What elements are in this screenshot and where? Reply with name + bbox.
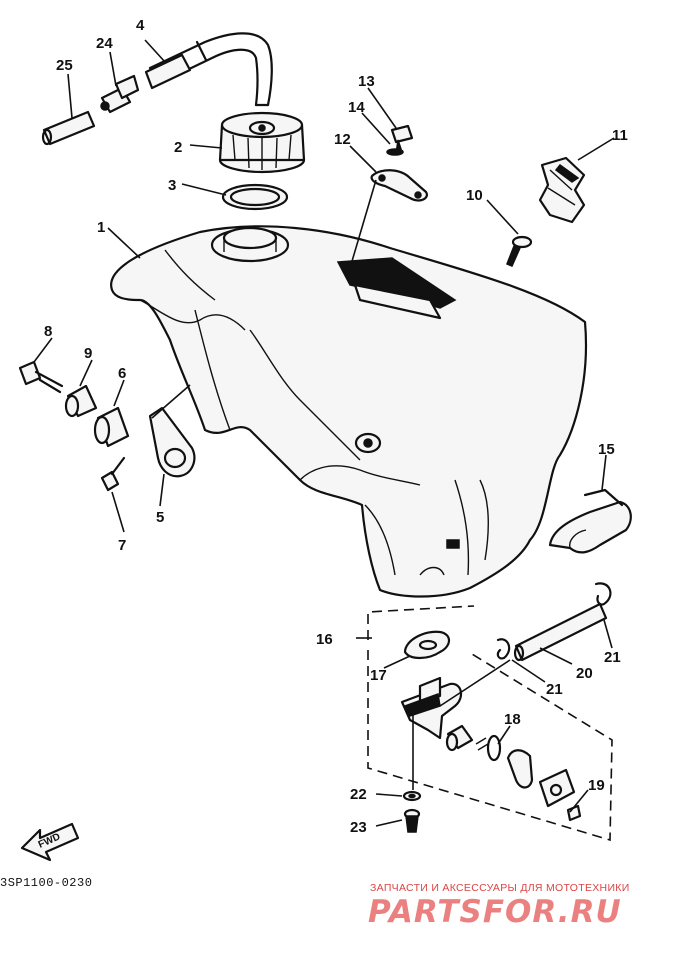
callout-12: 12 (334, 131, 351, 148)
callout-2: 2 (174, 139, 182, 156)
callout-22: 22 (350, 786, 367, 803)
callout-9: 9 (84, 345, 92, 362)
callout-10: 10 (466, 187, 483, 204)
callout-18: 18 (504, 711, 521, 728)
callout-17: 17 (370, 667, 387, 684)
gasket-17 (403, 630, 451, 660)
callout-4: 4 (136, 17, 145, 34)
callout-16: 16 (316, 631, 333, 648)
washer-14 (386, 148, 404, 156)
callout-15: 15 (598, 441, 615, 458)
lever-19 (506, 749, 582, 822)
clip-21 (496, 582, 612, 660)
collar-9 (64, 384, 98, 418)
callout-3: 3 (168, 177, 176, 194)
small-hose (41, 110, 96, 146)
callout-7: 7 (118, 537, 126, 554)
screw-23 (403, 808, 421, 833)
fuel-cap (218, 111, 306, 174)
callout-14: 14 (348, 99, 365, 116)
bolt-10 (506, 235, 533, 267)
callout-19: 19 (588, 777, 605, 794)
diagram-code: 3SP1100-0230 (0, 876, 93, 890)
breather-hose (144, 32, 273, 107)
callout-1: 1 (97, 219, 105, 236)
callout-5: 5 (156, 509, 164, 526)
callout-20: 20 (576, 665, 593, 682)
damper-6 (93, 406, 130, 448)
bolt-8 (18, 360, 64, 394)
forward-arrow-icon: FWD (20, 822, 80, 862)
callout-25: 25 (56, 57, 73, 74)
callout-labels: 1 2 3 4 5 6 7 8 9 10 11 12 13 14 15 16 1… (44, 17, 628, 836)
callout-11: 11 (612, 127, 628, 144)
pipe-20 (513, 602, 608, 662)
bracket-5 (148, 406, 196, 478)
callout-24: 24 (96, 35, 113, 52)
leader-lines (33, 39, 615, 827)
watermark-tagline: ЗАПЧАСТИ И АКСЕССУАРЫ ДЛЯ МОТОТЕХНИКИ (370, 882, 630, 894)
fuel-tank (110, 225, 588, 598)
callout-8: 8 (44, 323, 52, 340)
callout-13: 13 (358, 73, 375, 90)
damper-11 (538, 156, 586, 224)
fuel-strainer-18 (445, 724, 502, 762)
washer-22 (402, 790, 422, 802)
fuel-cock-group (356, 605, 613, 842)
callout-21-upper: 21 (604, 649, 621, 666)
damper-15 (548, 488, 632, 554)
bracket-12 (370, 169, 428, 202)
callout-23: 23 (350, 819, 367, 836)
hose-fitting (100, 74, 140, 114)
fuel-cock-body (400, 676, 463, 790)
bolt-7 (100, 456, 126, 492)
watermark-logo: PARTSFOR.RU (368, 894, 622, 930)
cap-gasket (221, 183, 289, 211)
callout-21-lower: 21 (546, 681, 563, 698)
callout-6: 6 (118, 365, 126, 382)
